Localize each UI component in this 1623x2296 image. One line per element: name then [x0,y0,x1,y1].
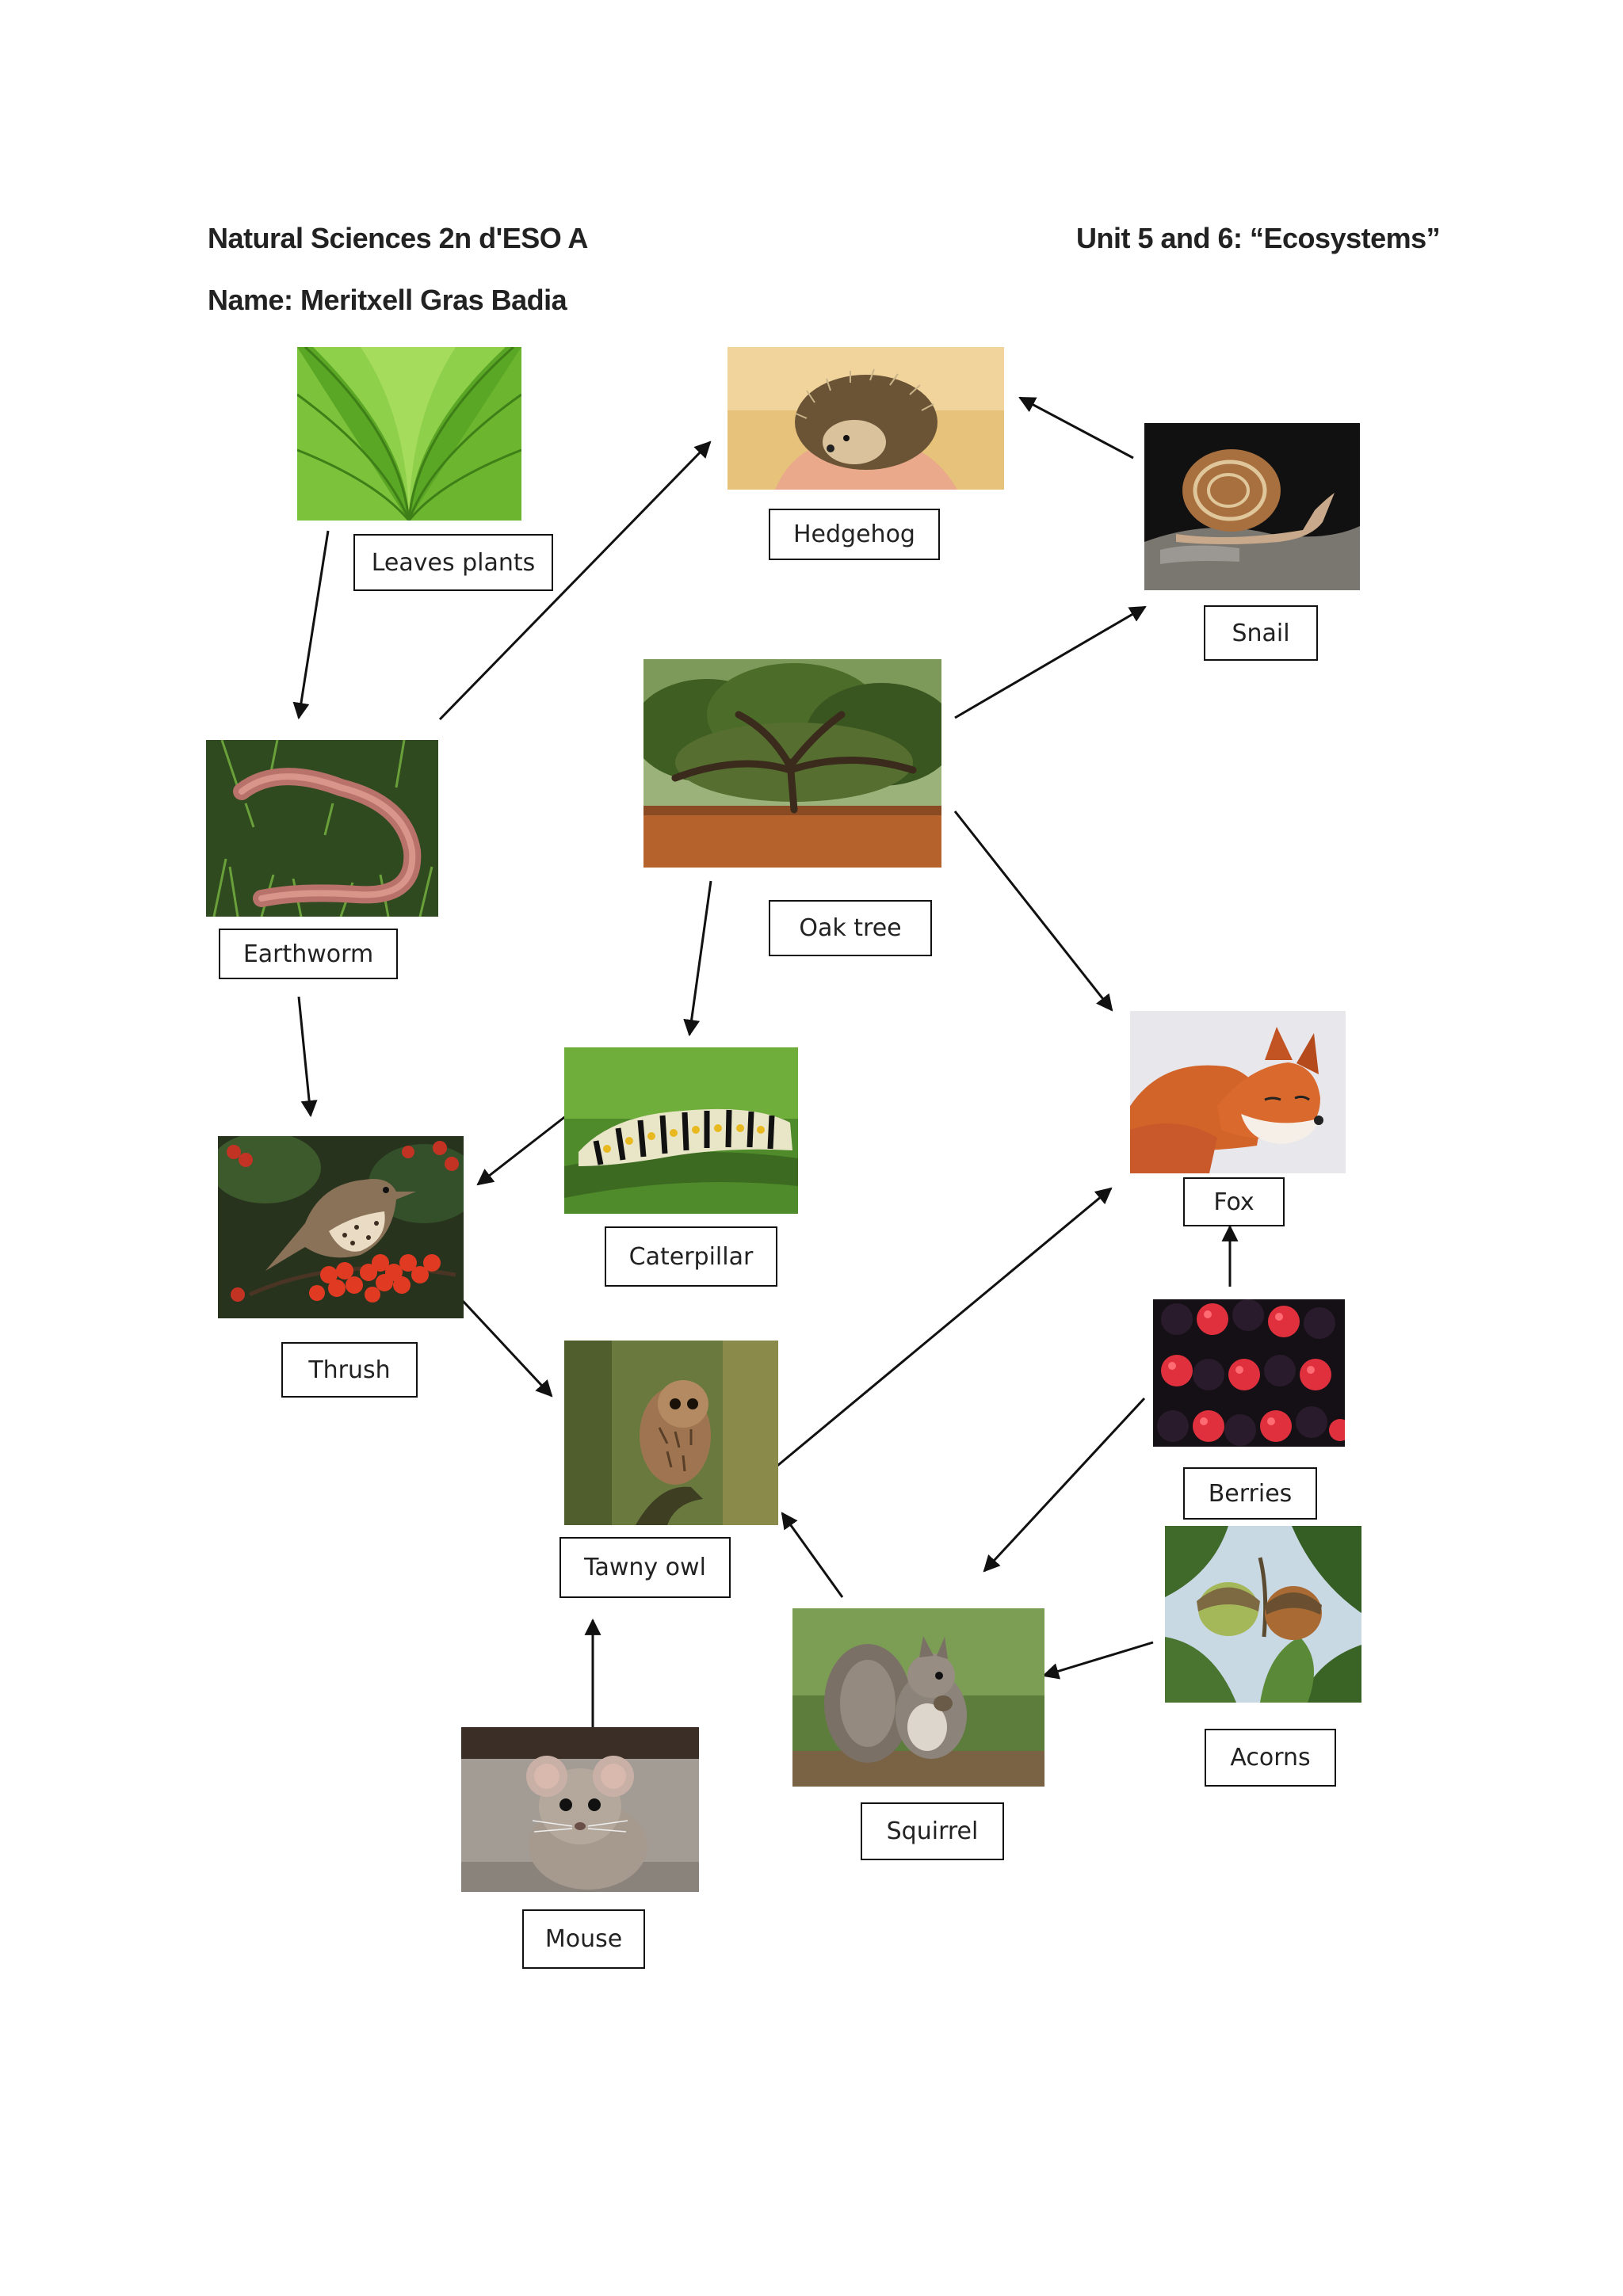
label-snail: Snail [1204,605,1318,661]
label-leaves-plants: Leaves plants [353,534,553,591]
label-tawny-owl: Tawny owl [559,1537,731,1598]
thrush-image [218,1136,464,1318]
label-earthworm: Earthworm [219,929,398,979]
label-thrush: Thrush [281,1342,418,1398]
mouse-image [461,1727,699,1892]
arrow-earthworm-to-hedgehog [438,441,712,721]
label-fox: Fox [1183,1177,1285,1226]
arrow-oak-to-caterpillar [683,880,712,1037]
arrow-oak-to-fox [953,810,1113,1012]
label-caterpillar: Caterpillar [605,1226,777,1287]
label-oak-tree: Oak tree [769,900,932,956]
arrow-oak-to-snail [954,605,1147,719]
fox-image [1130,1011,1346,1173]
arrow-leaves-to-earthworm [292,530,330,720]
student-name: Name: Meritxell Gras Badia [208,284,567,316]
unit-title: Unit 5 and 6: “Ecosystems” [1076,222,1441,254]
course-title: Natural Sciences 2n d'ESO A [208,222,588,254]
squirrel-image [792,1608,1044,1787]
label-mouse: Mouse [522,1909,645,1969]
earthworm-image [206,740,438,917]
arrow-squirrel-to-owl [781,1512,844,1598]
arrow-earthworm-to-thrush [297,996,318,1118]
arrow-acorns-to-squirrel [1041,1641,1154,1680]
leaves-plants-image [297,347,521,521]
arrow-snail-to-hedgehog [1018,396,1134,460]
label-berries: Berries [1183,1467,1317,1520]
arrow-owl-to-fox [777,1187,1113,1467]
snail-image [1144,423,1360,590]
label-hedgehog: Hedgehog [769,509,940,560]
arrow-thrush-to-owl [461,1299,553,1398]
label-squirrel: Squirrel [861,1802,1004,1860]
tawny-owl-image [564,1341,778,1525]
oak-tree-image [643,659,941,868]
label-acorns: Acorns [1205,1729,1336,1787]
acorns-image [1165,1526,1361,1703]
caterpillar-image [564,1047,798,1214]
hedgehog-image [727,347,1004,490]
arrow-caterpillar-to-thrush [476,1114,567,1186]
arrow-berries-to-squirrel [983,1397,1146,1573]
berries-image [1153,1299,1345,1447]
